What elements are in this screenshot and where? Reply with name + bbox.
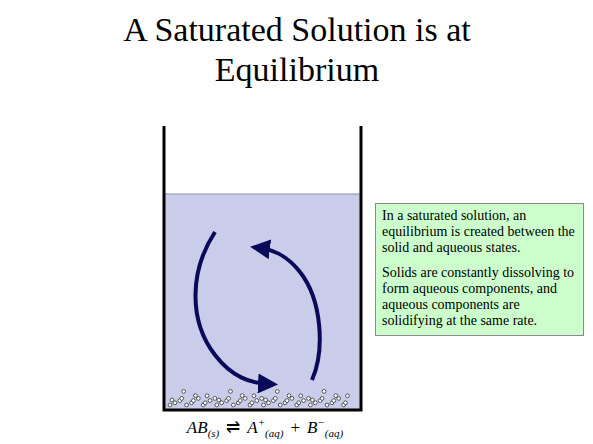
particle	[192, 399, 196, 403]
particle	[243, 397, 247, 401]
particle	[180, 397, 184, 401]
particle	[205, 394, 209, 398]
particle	[250, 401, 254, 405]
particle	[182, 390, 186, 394]
note-text: Solids are constantly dissolving to form…	[382, 265, 577, 329]
equation-operator: +	[290, 418, 300, 437]
particle	[215, 403, 219, 407]
particle	[285, 399, 289, 403]
chemical-formula: B	[307, 418, 317, 437]
particle	[196, 397, 200, 401]
particle	[252, 394, 256, 398]
state-symbol: +	[258, 416, 265, 428]
particle	[238, 399, 242, 403]
particle	[325, 403, 329, 407]
particle	[275, 390, 279, 394]
state-symbol: (aq)	[265, 427, 283, 439]
state-symbol: (s)	[208, 427, 220, 439]
state-symbol: −	[317, 416, 324, 428]
particle	[213, 397, 217, 401]
particle	[267, 401, 271, 405]
particle	[290, 397, 294, 401]
particle	[313, 401, 317, 405]
solidifying-arrow	[260, 248, 320, 380]
particle	[262, 403, 266, 407]
dissolving-arrow	[195, 232, 268, 384]
particle	[185, 403, 189, 407]
particle	[322, 390, 326, 394]
chemical-formula: A	[247, 418, 257, 437]
particle	[220, 401, 224, 405]
particle	[302, 399, 306, 403]
particle	[332, 399, 336, 403]
particle	[337, 397, 341, 401]
equation-operator: ⇌	[226, 418, 240, 437]
beaker-wall	[164, 126, 361, 410]
particle	[297, 401, 301, 405]
particle	[309, 403, 313, 407]
particle	[203, 401, 207, 405]
chemical-formula: AB	[187, 418, 208, 437]
solid-particles	[168, 390, 349, 407]
particle	[255, 399, 259, 403]
particle	[232, 403, 236, 407]
solution-liquid	[164, 194, 361, 409]
particle	[229, 390, 233, 394]
liquid-surface	[164, 194, 361, 195]
particle	[346, 394, 350, 398]
state-symbol: (aq)	[325, 427, 343, 439]
particle	[320, 397, 324, 401]
particle	[173, 401, 177, 405]
particle	[273, 397, 277, 401]
particle	[260, 397, 264, 401]
particle	[168, 403, 172, 407]
slide-title: A Saturated Solution is at Equilibrium	[77, 10, 517, 90]
particle	[344, 401, 348, 405]
note-text: In a saturated solution, an equilibrium …	[382, 208, 577, 256]
equilibrium-equation: AB(s)⇌A+(aq)+B−(aq)	[150, 411, 380, 444]
particle	[208, 399, 212, 403]
particle	[278, 403, 282, 407]
particle	[227, 397, 231, 401]
particle	[307, 397, 311, 401]
particle	[299, 394, 303, 398]
note-box: In a saturated solution, an equilibrium …	[375, 203, 584, 336]
